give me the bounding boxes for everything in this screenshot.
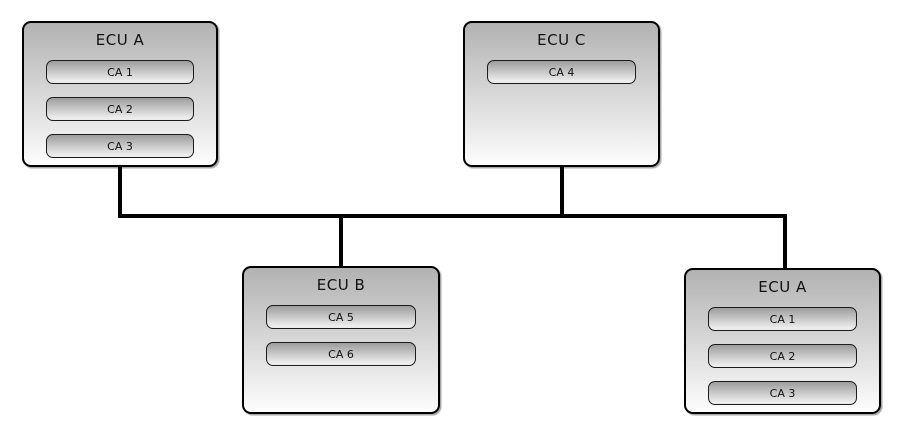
ca-module: CA 3: [708, 381, 857, 405]
ecu-title: ECU A: [95, 31, 145, 49]
ecu-title: ECU C: [537, 31, 586, 49]
ca-module: CA 1: [708, 307, 857, 331]
ca-list: CA 5 CA 6: [244, 305, 438, 366]
ecu-title: ECU A: [758, 278, 807, 296]
ca-module: CA 5: [266, 305, 416, 329]
ca-list: CA 1 CA 2 CA 3: [686, 307, 879, 405]
bus-line: [118, 214, 787, 218]
connector-ecu-a-top: [118, 166, 122, 214]
ecu-box-a-bottom: ECU A CA 1 CA 2 CA 3: [684, 268, 881, 414]
connector-ecu-c: [560, 166, 564, 214]
ca-module: CA 2: [708, 344, 857, 368]
ecu-box-c: ECU C CA 4: [463, 21, 660, 167]
ecu-box-b: ECU B CA 5 CA 6: [242, 266, 440, 414]
ca-module: CA 1: [46, 60, 194, 84]
ca-module: CA 6: [266, 342, 416, 366]
connector-ecu-b: [339, 218, 343, 266]
ca-list: CA 4: [465, 60, 658, 84]
ca-module: CA 3: [46, 134, 194, 158]
ca-list: CA 1 CA 2 CA 3: [24, 60, 216, 158]
ecu-title: ECU B: [316, 276, 366, 294]
connector-ecu-a-bottom: [783, 218, 787, 268]
ecu-box-a-top: ECU A CA 1 CA 2 CA 3: [22, 21, 218, 167]
ca-module: CA 2: [46, 97, 194, 121]
ca-module: CA 4: [487, 60, 636, 84]
